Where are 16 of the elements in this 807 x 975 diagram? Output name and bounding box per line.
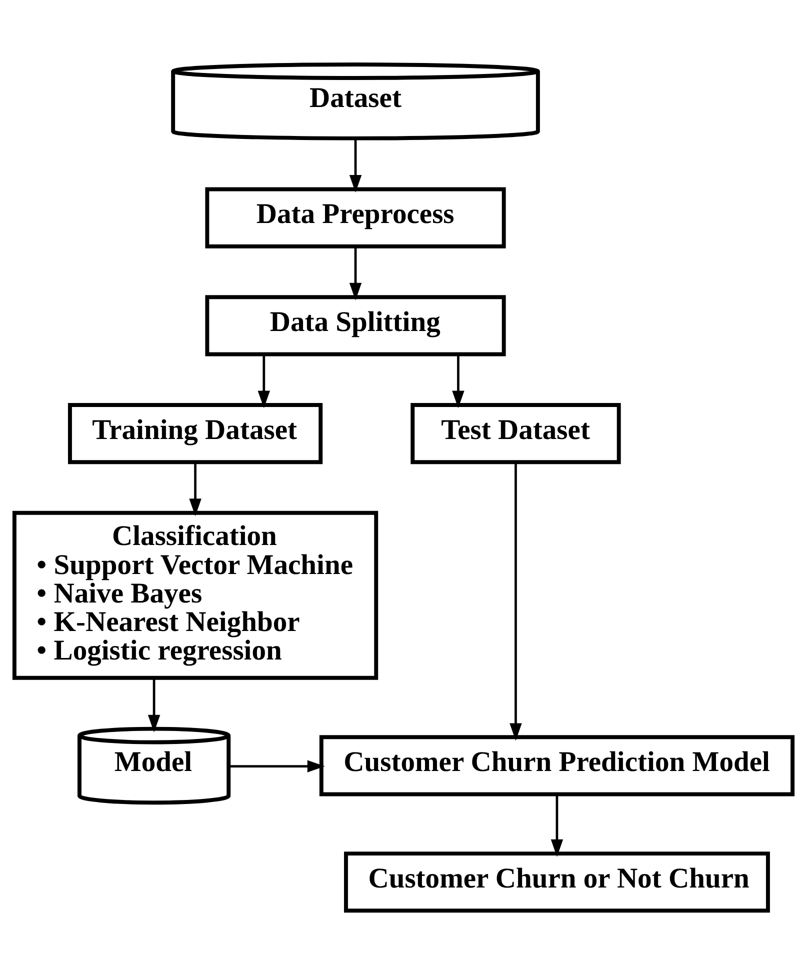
node-box: Training Dataset (68, 403, 323, 464)
arrow (258, 354, 270, 408)
node-box: Data Splitting (205, 295, 506, 356)
arrow (550, 794, 564, 857)
arrow (228, 760, 325, 772)
arrow (148, 678, 160, 732)
node-box: Data Preprocess (205, 187, 506, 248)
node-box: Customer Churn or Not Churn (344, 852, 770, 913)
arrow (189, 462, 202, 516)
node-box: Classification • Support Vector Machine • Naive Bayes • K-Nearest Neighbor • Logistic regression (12, 510, 378, 680)
arrow (452, 354, 464, 408)
arrow (510, 462, 522, 741)
node-box: Test Dataset (410, 403, 621, 464)
arrow (349, 246, 362, 300)
node-box: Customer Churn Prediction Model (319, 735, 795, 796)
arrow (349, 138, 362, 193)
